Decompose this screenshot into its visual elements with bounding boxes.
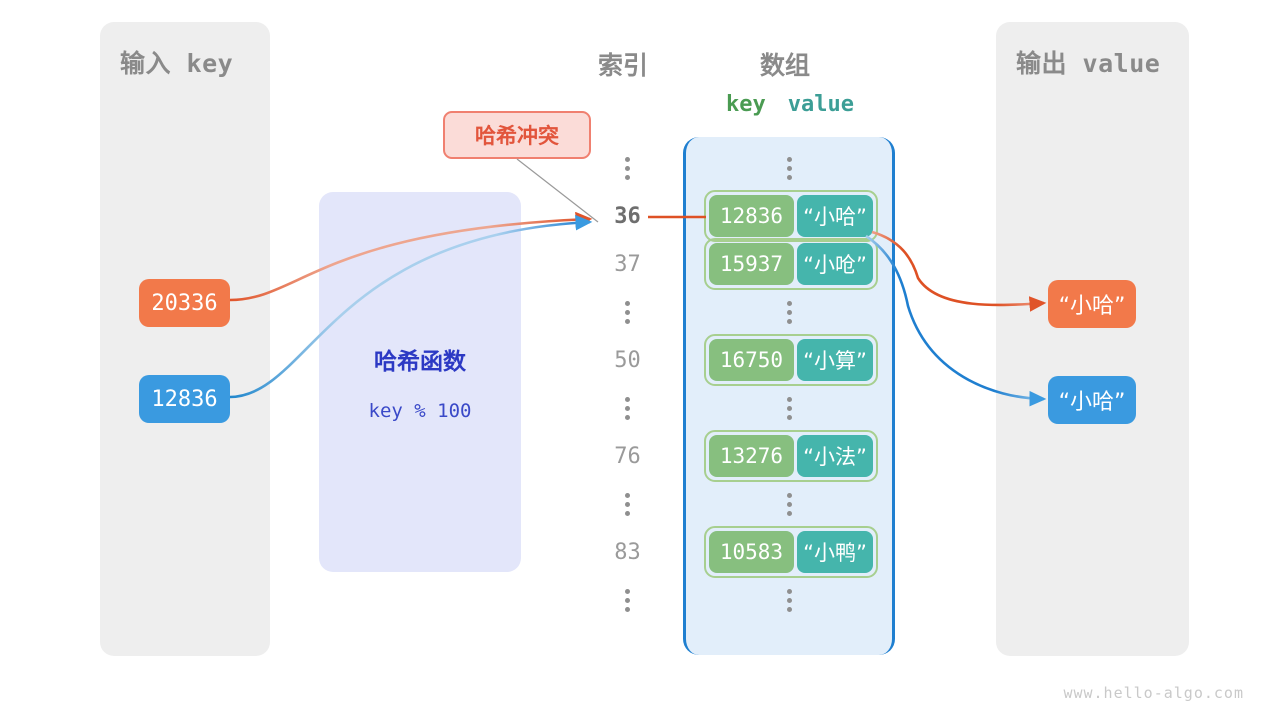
- array-ellipsis: [686, 299, 892, 325]
- bucket-value: “小算”: [796, 339, 873, 381]
- bucket-key: 15937: [709, 243, 794, 285]
- bucket-key: 10583: [709, 531, 794, 573]
- vertical-ellipsis-icon: [786, 300, 792, 324]
- value-header-label: value: [787, 92, 854, 117]
- vertical-ellipsis-icon: [786, 156, 792, 180]
- array-bucket: 16750“小算”: [704, 334, 878, 386]
- vertical-ellipsis-icon: [786, 492, 792, 516]
- input-key-chip-0: 20336: [139, 279, 230, 327]
- index-label: 76: [614, 443, 641, 469]
- index-label: 50: [614, 347, 641, 373]
- bucket-key: 12836: [709, 195, 794, 237]
- hash-collision-label: 哈希冲突: [443, 111, 591, 159]
- hash-function-box: 哈希函数 key % 100: [319, 192, 521, 572]
- output-value-chip-1: “小哈”: [1048, 376, 1136, 424]
- bucket-value: “小法”: [796, 435, 873, 477]
- vertical-ellipsis-icon: [786, 396, 792, 420]
- vertical-ellipsis-icon: [625, 156, 630, 180]
- index-column: 36 37 50 76 83: [600, 140, 655, 652]
- array-column-header: 数组: [760, 51, 811, 80]
- array-ellipsis: [686, 587, 892, 613]
- vertical-ellipsis-icon: [625, 396, 630, 420]
- index-ellipsis: [600, 155, 655, 181]
- array-container: 12836“小哈”15937“小呛” 16750“小算” 13276“小法” 1058…: [683, 137, 895, 655]
- vertical-ellipsis-icon: [625, 300, 630, 324]
- input-panel-title: 输入 key: [120, 49, 234, 78]
- array-ellipsis: [686, 155, 892, 181]
- index-ellipsis: [600, 395, 655, 421]
- array-ellipsis: [686, 491, 892, 517]
- index-label: 36: [614, 203, 641, 229]
- index-ellipsis: [600, 299, 655, 325]
- vertical-ellipsis-icon: [786, 588, 792, 612]
- key-value-header: key value: [684, 92, 896, 117]
- array-bucket: 10583“小鸭”: [704, 526, 878, 578]
- watermark: www.hello-algo.com: [1063, 684, 1244, 702]
- input-key-chip-1: 12836: [139, 375, 230, 423]
- input-panel: [100, 22, 270, 656]
- array-bucket: 15937“小呛”: [704, 238, 878, 290]
- output-panel: [996, 22, 1189, 656]
- vertical-ellipsis-icon: [625, 492, 630, 516]
- index-label: 37: [614, 251, 641, 277]
- index-column-header: 索引: [598, 51, 649, 80]
- array-bucket: 12836“小哈”: [704, 190, 878, 242]
- bucket-value: “小鸭”: [796, 531, 873, 573]
- output-panel-title: 输出 value: [1016, 49, 1161, 78]
- array-ellipsis: [686, 395, 892, 421]
- bucket-value: “小哈”: [796, 195, 873, 237]
- bucket-key: 13276: [709, 435, 794, 477]
- output-value-chip-0: “小哈”: [1048, 280, 1136, 328]
- array-bucket: 13276“小法”: [704, 430, 878, 482]
- key-header-label: key: [726, 92, 766, 117]
- bucket-key: 16750: [709, 339, 794, 381]
- hash-function-title: 哈希函数: [374, 349, 466, 375]
- index-label: 83: [614, 539, 641, 565]
- collision-leader-line: [516, 158, 599, 223]
- index-ellipsis: [600, 587, 655, 613]
- index-ellipsis: [600, 491, 655, 517]
- hash-function-formula: key % 100: [368, 400, 472, 422]
- vertical-ellipsis-icon: [625, 588, 630, 612]
- bucket-value: “小呛”: [796, 243, 873, 285]
